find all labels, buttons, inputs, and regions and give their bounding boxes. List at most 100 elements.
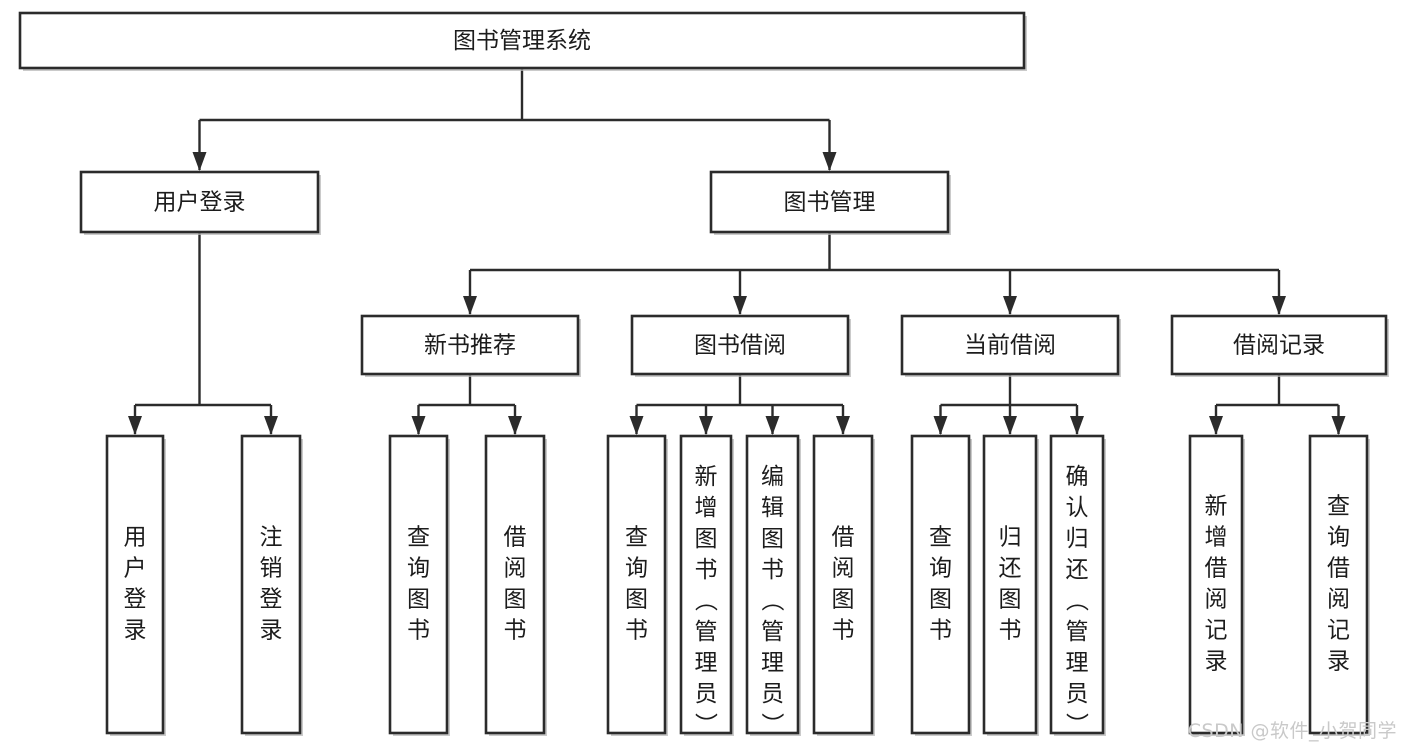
svg-text:查: 查 — [929, 525, 952, 551]
svg-text:录: 录 — [124, 618, 147, 644]
svg-text:阅: 阅 — [832, 556, 855, 582]
node-box-leaf-query-book-2[interactable] — [606, 434, 667, 735]
svg-text:图: 图 — [407, 587, 430, 613]
node-box-root[interactable] — [18, 11, 1026, 70]
svg-text:书: 书 — [695, 557, 718, 583]
svg-text:询: 询 — [625, 556, 648, 582]
node-label-leaf-user-login: 用户登录 — [124, 525, 147, 644]
svg-text:借: 借 — [1205, 556, 1228, 582]
node-box-leaf-borrow-book-1[interactable] — [484, 434, 546, 735]
svg-text:确: 确 — [1066, 464, 1089, 490]
svg-text:销: 销 — [260, 556, 283, 582]
node-label-n-borrow-record: 借阅记录 — [1233, 333, 1325, 359]
node-box-n-borrow-record[interactable] — [1170, 314, 1388, 376]
node-box-leaf-confirm-return[interactable] — [1049, 434, 1105, 735]
svg-text:录: 录 — [260, 618, 283, 644]
svg-text:）: ） — [759, 713, 785, 736]
svg-text:录: 录 — [1205, 649, 1228, 675]
node-box-leaf-return-book[interactable] — [982, 434, 1038, 735]
svg-text:查: 查 — [407, 525, 430, 551]
svg-text:新: 新 — [695, 464, 718, 490]
arrow-head-icon — [822, 152, 837, 171]
node-box-n-user-login[interactable] — [79, 170, 320, 234]
svg-text:借: 借 — [504, 525, 527, 551]
svg-text:（: （ — [692, 589, 718, 612]
svg-text:书: 书 — [999, 618, 1022, 644]
svg-text:记: 记 — [1205, 618, 1228, 644]
arrow-head-icon — [765, 416, 780, 435]
svg-text:询: 询 — [929, 556, 952, 582]
svg-text:书: 书 — [761, 557, 784, 583]
svg-text:户: 户 — [124, 556, 147, 582]
svg-text:）: ） — [1063, 713, 1089, 736]
svg-text:（: （ — [759, 589, 785, 612]
arrow-head-icon — [128, 416, 142, 435]
svg-text:理: 理 — [761, 650, 784, 676]
svg-text:书: 书 — [929, 618, 952, 644]
node-box-leaf-add-record[interactable] — [1188, 434, 1244, 735]
arrow-head-icon — [1003, 296, 1017, 315]
node-box-leaf-logout[interactable] — [240, 434, 302, 735]
node-box-leaf-query-record[interactable] — [1308, 434, 1369, 735]
node-label-n-book-manage: 图书管理 — [784, 190, 876, 216]
node-box-leaf-user-login[interactable] — [105, 434, 165, 735]
svg-text:管: 管 — [695, 619, 718, 645]
svg-text:阅: 阅 — [1205, 587, 1228, 613]
svg-text:（: （ — [1063, 589, 1089, 612]
svg-text:登: 登 — [260, 587, 283, 613]
node-box-n-book-manage[interactable] — [709, 170, 950, 234]
node-label-n-book-borrow: 图书借阅 — [694, 333, 786, 359]
svg-text:询: 询 — [407, 556, 430, 582]
svg-text:理: 理 — [695, 650, 718, 676]
node-box-leaf-edit-book[interactable] — [745, 434, 800, 735]
node-box-n-book-borrow[interactable] — [630, 314, 850, 376]
svg-text:认: 认 — [1066, 495, 1089, 521]
svg-text:增: 增 — [1205, 525, 1228, 551]
svg-text:图: 图 — [929, 587, 952, 613]
node-box-n-new-book-rec[interactable] — [360, 314, 580, 376]
svg-text:书: 书 — [407, 618, 430, 644]
svg-text:归: 归 — [999, 525, 1022, 551]
svg-text:图: 图 — [504, 587, 527, 613]
svg-text:借: 借 — [1327, 556, 1350, 582]
arrow-head-icon — [463, 296, 477, 315]
arrow-head-icon — [192, 152, 207, 171]
svg-text:还: 还 — [999, 556, 1022, 582]
svg-text:图: 图 — [999, 587, 1022, 613]
node-box-leaf-query-book-3[interactable] — [910, 434, 971, 735]
svg-text:记: 记 — [1327, 618, 1350, 644]
svg-text:书: 书 — [625, 618, 648, 644]
svg-text:员: 员 — [761, 681, 784, 707]
svg-text:书: 书 — [832, 618, 855, 644]
svg-text:还: 还 — [1066, 557, 1089, 583]
arrow-head-icon — [264, 416, 278, 435]
arrow-head-icon — [1209, 416, 1223, 435]
node-box-leaf-add-book[interactable] — [679, 434, 733, 735]
arrow-head-icon — [1070, 416, 1084, 435]
svg-text:登: 登 — [124, 587, 147, 613]
node-box-leaf-query-book-1[interactable] — [388, 434, 449, 735]
node-box-leaf-borrow-book-2[interactable] — [812, 434, 874, 735]
svg-text:增: 增 — [695, 495, 718, 521]
svg-text:员: 员 — [1066, 681, 1089, 707]
svg-text:询: 询 — [1327, 525, 1350, 551]
arrow-head-icon — [1272, 296, 1286, 315]
svg-text:员: 员 — [695, 681, 718, 707]
svg-text:管: 管 — [761, 619, 784, 645]
svg-text:录: 录 — [1327, 649, 1350, 675]
node-box-n-current-borrow[interactable] — [900, 314, 1120, 376]
watermark-text: CSDN @软件_小贺同学 — [1187, 720, 1397, 742]
svg-text:图: 图 — [761, 526, 784, 552]
